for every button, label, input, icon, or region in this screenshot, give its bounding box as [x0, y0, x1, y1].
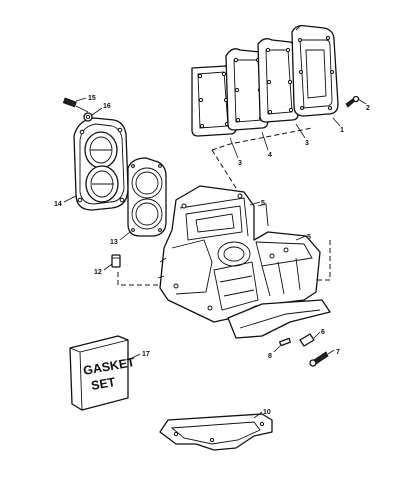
plug-6 [299, 333, 315, 347]
exhaust-cover [291, 24, 339, 117]
callout-3b: 3 [238, 160, 242, 167]
gasket-set-label-line2: SET [90, 375, 117, 393]
dowel-pin [111, 254, 121, 268]
pin-8 [278, 337, 292, 347]
callout-10: 10 [263, 409, 271, 416]
callout-14: 14 [54, 201, 62, 208]
washer [83, 112, 93, 122]
callout-5b: 5 [307, 234, 311, 241]
head-gasket [127, 157, 167, 237]
bolt-7 [309, 351, 329, 367]
callout-6: 6 [321, 329, 325, 336]
callout-7: 7 [336, 349, 340, 356]
callout-16: 16 [103, 103, 111, 110]
callout-15: 15 [88, 95, 96, 102]
callout-1: 1 [340, 127, 344, 134]
callout-12: 12 [94, 269, 102, 276]
crankcase-base [227, 299, 331, 339]
callout-2: 2 [366, 105, 370, 112]
callout-13: 13 [110, 239, 118, 246]
callout-8: 8 [268, 353, 272, 360]
cylinder-head-cover [73, 117, 129, 211]
callout-5a: 5 [261, 200, 265, 207]
base-gasket [159, 413, 273, 451]
callout-3a: 3 [305, 140, 309, 147]
cylinder-block [157, 185, 321, 323]
exhaust-gasket-front [257, 38, 299, 123]
callout-4: 4 [268, 152, 272, 159]
cover-screw [345, 95, 360, 108]
gasket-set-box: GASKET SET [69, 335, 136, 411]
cover-bolt [62, 97, 89, 113]
callout-17: 17 [142, 351, 150, 358]
exhaust-plate [225, 48, 269, 131]
exhaust-gasket-rear [191, 65, 237, 137]
